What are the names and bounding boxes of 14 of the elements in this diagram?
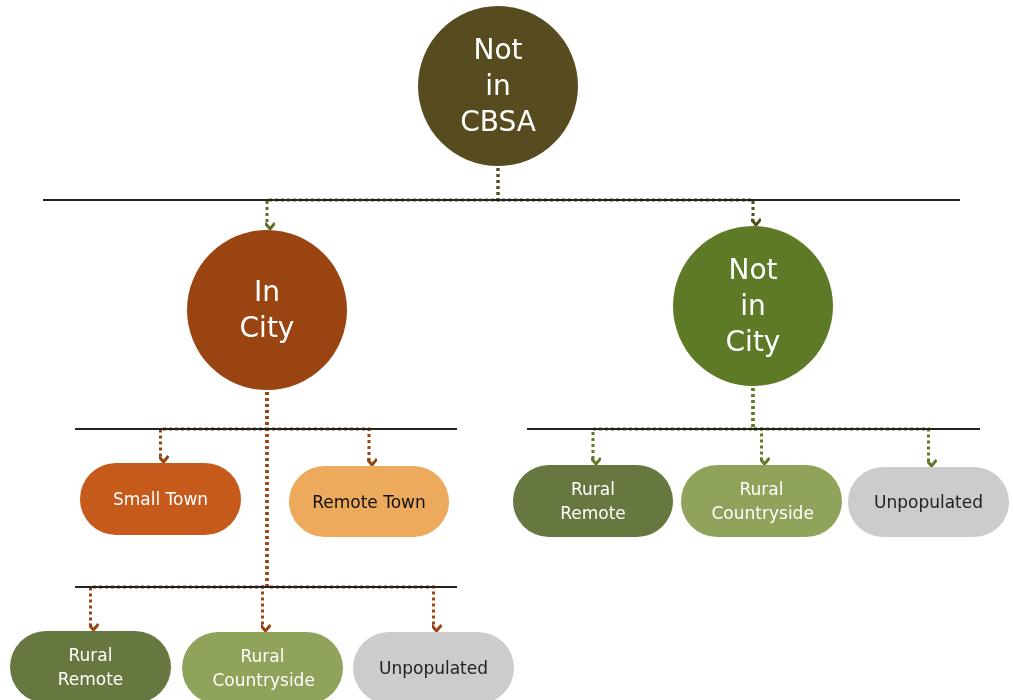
circle-label: Not in CBSA [459,32,537,140]
pill-label: Remote Town [311,490,427,514]
pill-label: Unpopulated [873,491,984,514]
circle-label: In City [238,274,296,346]
arrow [496,168,763,227]
pill-label: Rural Countryside [711,478,812,525]
pill-label: Unpopulated [378,657,489,680]
pill-label: Rural Remote [56,644,125,691]
pill-label: Rural Countryside [212,645,313,692]
pill-label: Rural Remote [559,478,627,525]
circle-label: Not in City [724,252,782,360]
pill-label: Small Town [111,488,210,511]
arrow [265,392,443,633]
arrow [751,388,938,468]
